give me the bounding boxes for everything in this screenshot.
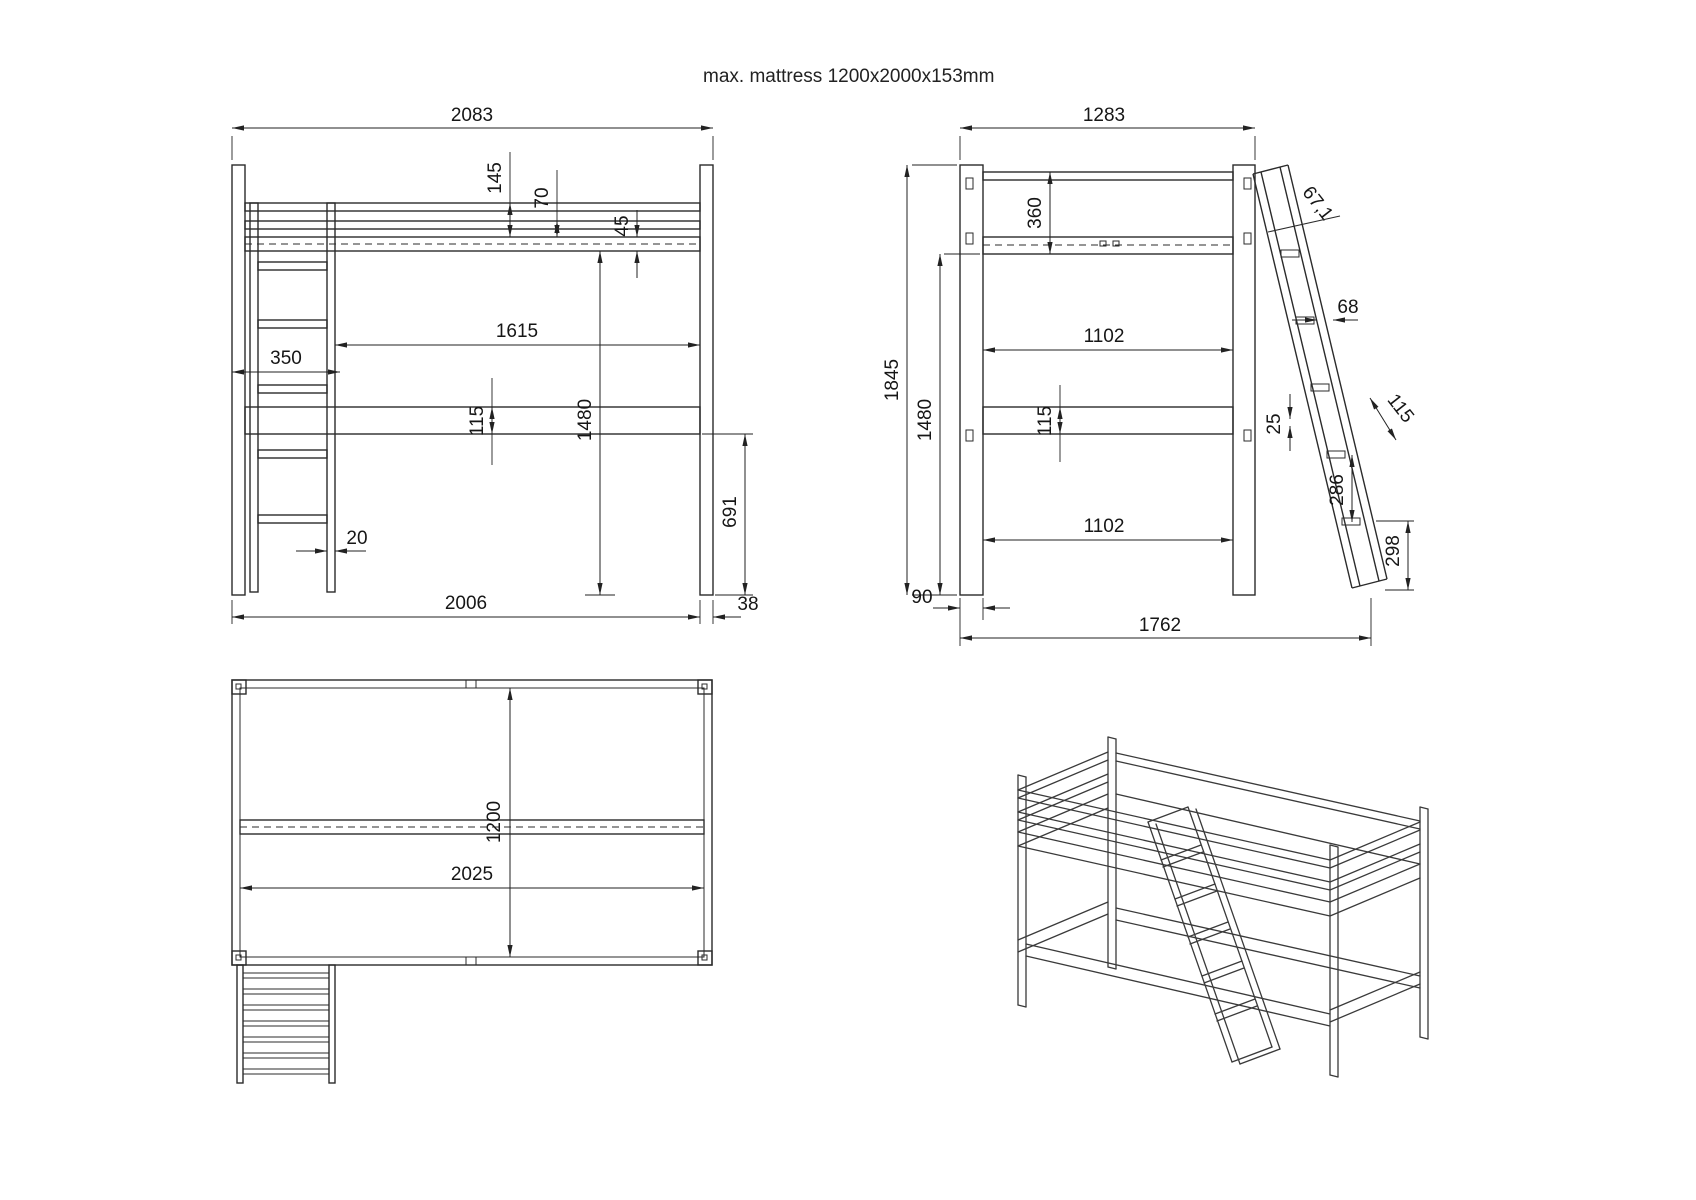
side-ladder xyxy=(1252,164,1388,589)
dim-front-overall-width: 2083 xyxy=(451,105,493,126)
dim-side-overall-depth: 1283 xyxy=(1083,105,1125,126)
dim-side-inner-depth-upper: 1102 xyxy=(1084,326,1125,347)
dim-front-clear-width: 1615 xyxy=(496,321,538,342)
iso-head-face xyxy=(1017,751,1109,953)
dim-front-rail-floor: 691 xyxy=(720,496,741,528)
front-view: 2083 145 70 45 1615 350 115 1480 691 xyxy=(231,105,759,624)
dim-side-post-width: 90 xyxy=(911,587,932,608)
dim-side-lower-rail: 115 xyxy=(1035,406,1056,436)
side-left-post xyxy=(959,164,984,596)
dim-side-ladder-foot: 298 xyxy=(1383,535,1404,567)
isometric-view xyxy=(1017,736,1429,1078)
dim-side-ladder-width: 115 xyxy=(1383,390,1418,427)
iso-ladder xyxy=(1147,806,1281,1065)
side-top-rail xyxy=(982,171,1234,181)
side-lower-rail xyxy=(982,406,1234,435)
plan-ladder xyxy=(236,964,336,1084)
dim-side-footprint: 1762 xyxy=(1139,615,1181,636)
front-guard-rail-2 xyxy=(244,220,701,230)
dim-plan-length: 2025 xyxy=(451,864,493,885)
front-guard-rail-top xyxy=(244,202,701,212)
dim-front-platform-thickness: 45 xyxy=(612,215,633,236)
side-view: 1283 360 67,1 68 1102 115 25 115 286 110… xyxy=(882,105,1418,646)
side-right-post xyxy=(1232,164,1256,596)
iso-far-side xyxy=(1115,752,1421,989)
plan-inner-frame xyxy=(239,687,705,958)
plan-outer-frame xyxy=(231,679,713,966)
front-right-post xyxy=(699,164,714,596)
drawing-title: max. mattress 1200x2000x153mm xyxy=(703,66,994,87)
front-left-post xyxy=(231,164,246,596)
dim-side-rung-spacing: 286 xyxy=(1327,474,1348,506)
dim-side-ladder-rail-width: 68 xyxy=(1337,297,1358,318)
dim-front-rail: 70 xyxy=(532,187,553,208)
iso-foot-face xyxy=(1329,821,1421,1023)
dim-side-top-platform: 360 xyxy=(1025,197,1046,229)
dim-side-ladder-clearance: 25 xyxy=(1264,413,1285,434)
dim-plan-width: 1200 xyxy=(484,801,505,843)
dim-side-clear-height: 1480 xyxy=(915,399,936,441)
front-lower-rail xyxy=(244,406,701,435)
dim-front-guard-top: 145 xyxy=(485,162,506,194)
dim-front-base-width: 2006 xyxy=(445,593,487,614)
dim-front-ladder-rail: 20 xyxy=(346,528,367,549)
plan-view: 1200 2025 xyxy=(231,679,713,1084)
dim-side-overall-height: 1845 xyxy=(882,359,903,401)
dim-front-post-depth: 38 xyxy=(737,594,758,615)
dim-front-lower-rail: 115 xyxy=(467,406,488,436)
iso-lower-rails xyxy=(1025,943,1331,1027)
dim-side-inner-depth-lower: 1102 xyxy=(1084,516,1125,537)
dim-front-clear-height: 1480 xyxy=(575,399,596,441)
front-ladder xyxy=(249,202,336,593)
dim-front-ladder-outset: 350 xyxy=(270,348,302,369)
